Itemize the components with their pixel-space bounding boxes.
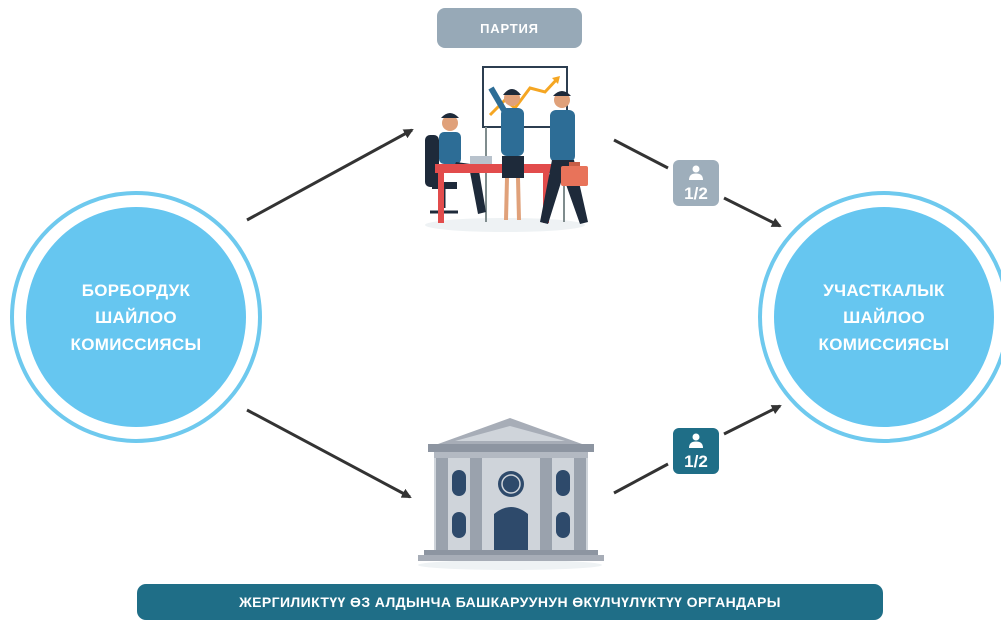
precinct-commission-line3: КОМИССИЯСЫ xyxy=(818,334,950,354)
arrow-building-to-badge xyxy=(613,462,669,495)
central-commission-label: БОРБОРДУК ШАЙЛОО КОМИССИЯСЫ xyxy=(71,277,202,358)
half-share-badge-bottom: 1/2 xyxy=(673,428,719,474)
building-illustration xyxy=(418,418,604,570)
central-commission-node: БОРБОРДУК ШАЙЛОО КОМИССИЯСЫ xyxy=(26,207,246,427)
central-commission-line2: ШАЙЛОО xyxy=(95,307,177,327)
precinct-commission-label: УЧАСТКАЛЫК ШАЙЛОО КОМИССИЯСЫ xyxy=(819,277,950,358)
precinct-commission-node: УЧАСТКАЛЫК ШАЙЛОО КОМИССИЯСЫ xyxy=(774,207,994,427)
half-share-badge-top: 1/2 xyxy=(673,160,719,206)
local-government-label: ЖЕРГИЛИКТҮҮ ӨЗ АЛДЫНЧА БАШКАРУУНУН ӨКҮЛЧ… xyxy=(137,584,883,620)
person-icon xyxy=(689,433,703,448)
arrow-badge-to-right-bottom xyxy=(723,404,782,436)
central-commission-line3: КОМИССИЯСЫ xyxy=(70,334,202,354)
precinct-commission-line2: ШАЙЛОО xyxy=(843,307,925,327)
half-share-text-bottom: 1/2 xyxy=(684,452,708,471)
half-share-text-top: 1/2 xyxy=(684,184,708,203)
arrow-left-to-building xyxy=(246,408,412,499)
person-icon xyxy=(689,165,703,180)
party-label: ПАРТИЯ xyxy=(437,8,582,48)
arrow-badge-to-right xyxy=(723,196,782,228)
central-commission-line1: БОРБОРДУК xyxy=(81,280,191,300)
arrow-party-to-badge xyxy=(613,138,669,170)
precinct-commission-line1: УЧАСТКАЛЫК xyxy=(823,280,945,300)
meeting-illustration xyxy=(425,66,588,232)
arrow-left-to-party xyxy=(246,128,414,222)
